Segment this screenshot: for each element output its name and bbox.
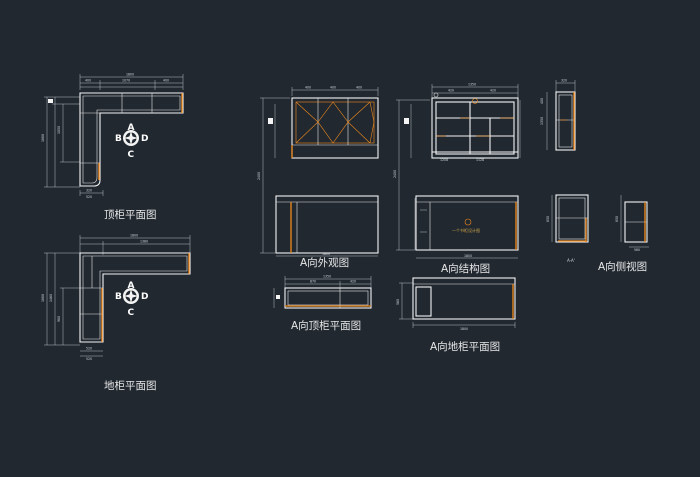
svg-text:560: 560 — [634, 248, 640, 252]
svg-text:2400: 2400 — [257, 172, 261, 180]
svg-text:320: 320 — [86, 189, 92, 193]
svg-text:1350: 1350 — [540, 117, 544, 125]
compass-b: B — [115, 134, 122, 144]
a-side-view: 320 1350 400 850 560 850 A-A' A向侧视图 — [540, 79, 649, 273]
a-top-cabinet-plan-title: A向顶柜平面图 — [291, 319, 361, 332]
svg-text:520: 520 — [86, 195, 92, 199]
top-cabinet-plan: 1800 400 1070 400 1888 1050 320 520 — [41, 73, 184, 221]
svg-text:400: 400 — [540, 98, 544, 104]
svg-text:2400: 2400 — [393, 170, 397, 178]
a-structure-view: 1350 420 420 2400 1208 1128 1800 — [393, 83, 521, 275]
top-cabinet-plan-dimensions: 1800 400 1070 400 1888 1050 320 520 — [41, 73, 184, 199]
svg-text:400: 400 — [163, 79, 169, 83]
a-side-view-dimensions: 320 1350 400 850 560 850 — [540, 79, 649, 252]
a-base-cabinet-plan-dimensions: 560 1800 — [396, 282, 516, 331]
svg-text:320: 320 — [561, 79, 567, 83]
a-elevation-view: 2400 400 400 400 1800 A向外观图 — [257, 86, 379, 269]
svg-text:1800: 1800 — [460, 327, 468, 331]
svg-text:1050: 1050 — [57, 126, 61, 134]
compass-a: A — [128, 281, 135, 291]
svg-text:850: 850 — [546, 216, 550, 222]
compass-c: C — [128, 308, 135, 318]
compass-b: B — [115, 292, 122, 302]
svg-text:420: 420 — [490, 89, 496, 93]
a-elevation-title: A向外观图 — [300, 256, 349, 269]
svg-text:1800: 1800 — [130, 234, 138, 238]
a-top-cabinet-plan-dimensions: 1350 870 420 — [273, 275, 372, 308]
a-top-cabinet-plan: 1350 870 420 A向顶柜平面图 — [273, 275, 372, 332]
base-cabinet-plan: 1800 1380 1888 1460 980 520 520 — [41, 234, 191, 392]
compass-d: D — [141, 134, 148, 144]
svg-text:400: 400 — [356, 86, 362, 90]
top-plan-orientation-compass: A B D C — [115, 123, 148, 160]
svg-text:850: 850 — [615, 216, 619, 222]
a-elevation-dimensions: 2400 400 400 400 1800 — [257, 86, 379, 257]
a-base-cabinet-plan-title: A向地柜平面图 — [430, 340, 500, 353]
base-cabinet-plan-dimensions: 1800 1380 1888 1460 980 520 520 — [41, 234, 191, 361]
svg-text:1888: 1888 — [41, 134, 45, 142]
svg-text:520: 520 — [86, 357, 92, 361]
svg-text:1800: 1800 — [322, 252, 330, 256]
svg-text:400: 400 — [330, 86, 336, 90]
a-structure-title: A向结构图 — [441, 262, 490, 275]
svg-text:520: 520 — [86, 347, 92, 351]
svg-text:870: 870 — [310, 280, 316, 284]
svg-text:一个书柜设计图: 一个书柜设计图 — [452, 227, 480, 233]
svg-text:1888: 1888 — [41, 294, 45, 302]
svg-text:1460: 1460 — [49, 294, 53, 302]
a-side-view-title: A向侧视图 — [598, 260, 647, 273]
base-cabinet-plan-title: 地柜平面图 — [104, 379, 157, 392]
svg-text:1380: 1380 — [140, 240, 148, 244]
svg-text:1350: 1350 — [323, 275, 331, 279]
svg-text:1800: 1800 — [126, 73, 134, 77]
svg-text:1800: 1800 — [464, 254, 472, 258]
a-structure-dimensions: 1350 420 420 2400 1208 1128 1800 — [393, 83, 521, 259]
svg-text:1070: 1070 — [122, 79, 130, 83]
svg-text:560: 560 — [396, 299, 400, 305]
compass-a: A — [128, 123, 135, 133]
svg-text:1208: 1208 — [440, 158, 448, 162]
svg-text:1350: 1350 — [468, 83, 476, 87]
compass-c: C — [128, 150, 135, 160]
svg-text:400: 400 — [85, 79, 91, 83]
top-cabinet-plan-title: 顶柜平面图 — [104, 208, 157, 221]
svg-text:420: 420 — [448, 89, 454, 93]
designer-watermark: 一个书柜设计图 — [452, 218, 480, 233]
svg-text:980: 980 — [57, 316, 61, 322]
svg-text:1128: 1128 — [476, 158, 484, 162]
svg-text:400: 400 — [305, 86, 311, 90]
a-base-cabinet-plan: 560 1800 A向地柜平面图 — [396, 277, 516, 353]
section-note: A-A' — [567, 258, 575, 263]
svg-text:420: 420 — [350, 280, 356, 284]
compass-d: D — [141, 292, 148, 302]
base-plan-orientation-compass: A B D C — [115, 281, 148, 318]
